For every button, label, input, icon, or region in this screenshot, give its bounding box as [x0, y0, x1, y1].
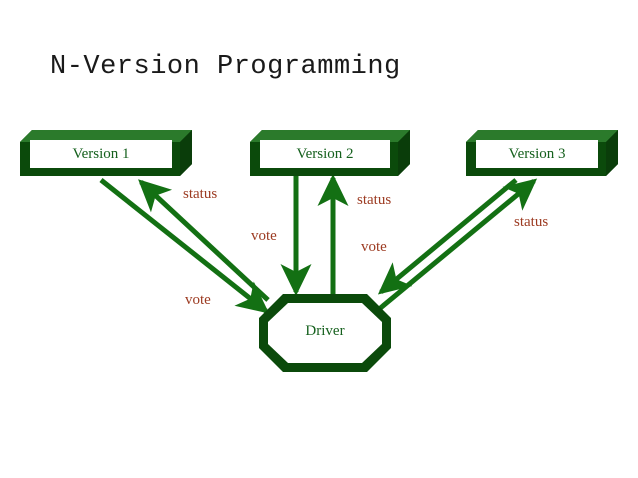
edge-label-vote-v1: vote — [185, 292, 211, 308]
node-label-version-3: Version 3 — [508, 146, 566, 162]
edge-v3-vote — [377, 178, 518, 295]
node-label-driver: Driver — [305, 323, 345, 339]
edge-label-status-v1: status — [183, 186, 218, 202]
edge-v1-status — [138, 179, 270, 302]
edge-label-vote-v3: vote — [361, 239, 387, 255]
page-title: N-Version Programming — [50, 52, 401, 82]
node-label-version-1: Version 1 — [72, 146, 130, 162]
edge-v1-vote — [99, 178, 270, 314]
node-version-1[interactable] — [20, 130, 192, 176]
edge-label-vote-v2: vote — [251, 228, 277, 244]
edges-group — [99, 173, 538, 314]
node-version-2[interactable] — [250, 130, 410, 176]
node-driver[interactable] — [259, 294, 391, 372]
edge-label-status-v2: status — [357, 192, 392, 208]
edge-label-status-v3: status — [514, 214, 549, 230]
node-version-3[interactable] — [466, 130, 618, 176]
edge-v3-status — [376, 178, 538, 312]
node-label-version-2: Version 2 — [296, 146, 354, 162]
